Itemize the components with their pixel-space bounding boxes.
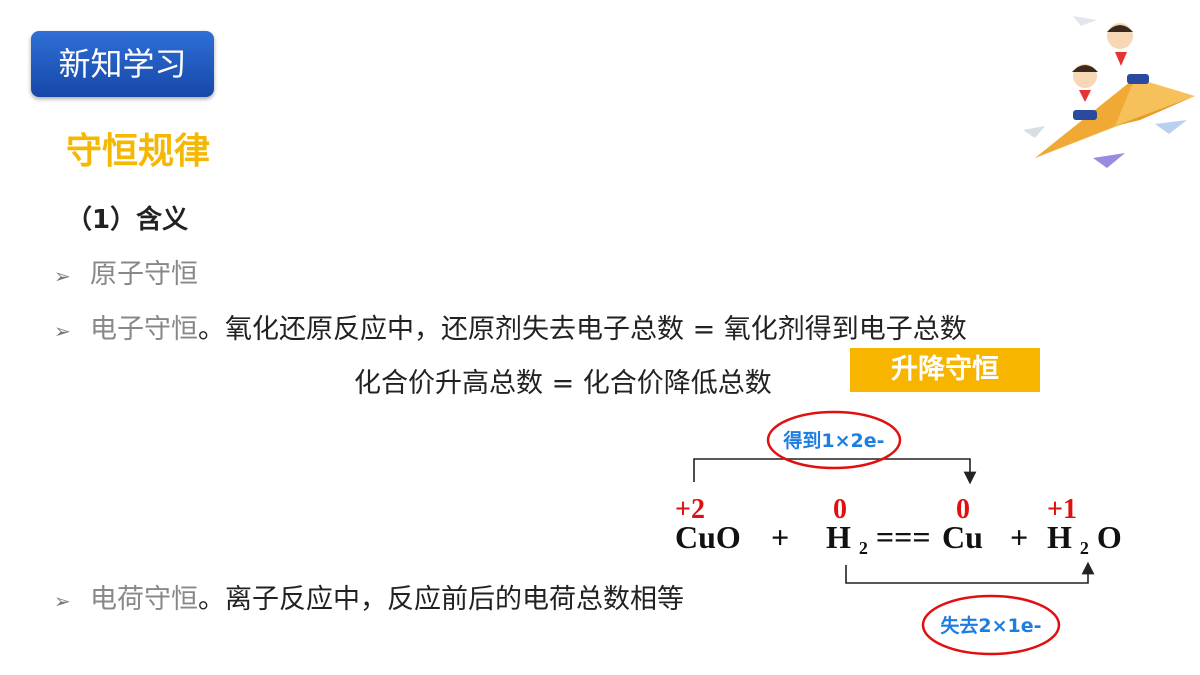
gain-label: 得到1×2e- [782, 429, 884, 452]
formula-cu: Cu [942, 519, 983, 555]
plus-sign: + [1010, 519, 1028, 555]
subscript-2: 2 [859, 538, 868, 558]
section-title: 守恒规律 [66, 131, 211, 172]
bullet-electron-label: 电子守恒 [90, 314, 198, 345]
gain-ellipse [766, 410, 902, 470]
subscript-2: 2 [1080, 538, 1089, 558]
plus-sign: + [771, 519, 789, 555]
lose-bracket [845, 561, 1095, 584]
ox-state-h2: 0 [833, 494, 847, 525]
formula-h2: H [826, 519, 851, 555]
bullet-atom-label: 原子守恒 [90, 259, 198, 290]
ox-state-h: +1 [1047, 494, 1077, 525]
bullet-charge-text: 。离子反应中，反应前后的电荷总数相等 [198, 584, 684, 615]
lose-ellipse [921, 594, 1061, 656]
bullet-electron-text: 。氧化还原反应中，还原剂失去电子总数 = 氧化剂得到电子总数 [198, 314, 967, 345]
bullet-arrow-icon: ➢ [54, 264, 71, 288]
students-paper-plane-illustration [1023, 16, 1195, 168]
lose-label: 失去2×1e- [940, 614, 1041, 637]
ox-state-cu-product: 0 [956, 494, 970, 525]
formula-h2o: H [1047, 519, 1072, 555]
bullet-arrow-icon: ➢ [54, 589, 71, 613]
ox-state-cu: +2 [675, 494, 705, 525]
gain-bracket [693, 458, 977, 485]
formula-cuo: CuO [675, 519, 741, 555]
bullet-charge: ➢ 电荷守恒。离子反应中，反应前后的电荷总数相等 [54, 580, 684, 621]
section-tag: 新知学习 [31, 31, 214, 97]
equals-sign: === [876, 519, 931, 555]
svg-text:CuO + H 2 ===: CuO + H 2 === Cu + H 2 O [675, 519, 1122, 561]
valence-line: 化合价升高总数 = 化合价降低总数 [354, 368, 772, 399]
highlight-box: 升降守恒 [850, 348, 1040, 392]
bullet-arrow-icon: ➢ [54, 319, 71, 343]
bullet-electron: ➢ 电子守恒。氧化还原反应中，还原剂失去电子总数 = 氧化剂得到电子总数 [54, 310, 967, 351]
bullet-atom: ➢ 原子守恒 [54, 255, 198, 296]
bullet-charge-label: 电荷守恒 [90, 584, 198, 615]
sub-title: （1）含义 [66, 205, 189, 235]
formula-o: O [1097, 519, 1122, 555]
